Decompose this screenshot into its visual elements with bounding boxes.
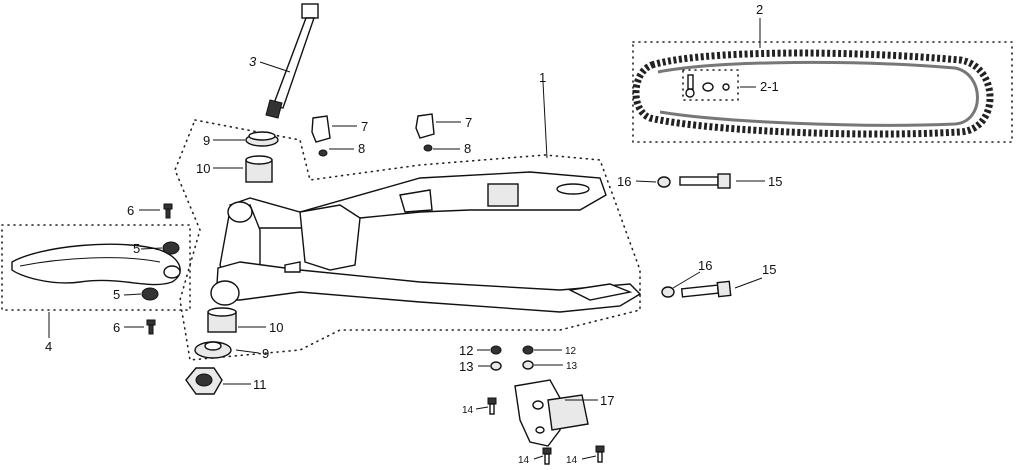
- dust-cap-bottom: [194, 341, 232, 359]
- callout-guide-bolt-lower-right: 14: [566, 455, 578, 466]
- dust-cap-top: [245, 131, 279, 147]
- adjuster-bolt-bottom: [680, 280, 732, 298]
- callout-pivot-bolt: 3: [249, 54, 257, 69]
- callout-chain-slider: 4: [45, 339, 52, 354]
- callout-slider-screw-top: 6: [127, 203, 134, 218]
- callout-dust-cap-top: 9: [203, 133, 210, 148]
- callout-pivot-nut: 11: [253, 377, 267, 392]
- drive-chain: [632, 49, 994, 138]
- callout-guide-bolt-upper: 14: [462, 405, 474, 416]
- guide-nut-right: [522, 345, 534, 355]
- slider-screw-bottom: [146, 319, 156, 335]
- callout-swingarm: 1: [539, 70, 546, 85]
- callout-adjuster-bolt-top: 15: [768, 174, 782, 189]
- guide-washer-right: [522, 360, 534, 370]
- callout-slider-washer-bottom: 5: [113, 287, 120, 302]
- clip-left: [311, 115, 331, 143]
- master-link-outline: [682, 69, 739, 101]
- callout-guide-washer-right: 13: [566, 361, 578, 372]
- callout-bushing-top: 10: [196, 161, 210, 176]
- callout-chain: 2: [756, 2, 763, 17]
- guide-bolt-upper: [487, 397, 497, 415]
- callout-guide-bolt-lower-left: 14: [518, 455, 530, 466]
- pivot-nut: [185, 367, 223, 395]
- callout-master-link: 2-1: [760, 79, 779, 94]
- adjuster-nut-top: [657, 176, 671, 188]
- callout-clip-left: 7: [361, 119, 368, 134]
- chain-slider-outline: [1, 224, 191, 311]
- slider-washer-bottom: [141, 287, 159, 301]
- callout-slider-screw-bottom: 6: [113, 320, 120, 335]
- callout-chain-guide: 17: [600, 393, 614, 408]
- clip-screw-right: [423, 144, 433, 152]
- adjuster-nut-bottom: [661, 286, 675, 298]
- callout-guide-nut-right: 12: [565, 346, 577, 357]
- callout-guide-washer-left: 13: [459, 359, 473, 374]
- swingarm: [210, 171, 642, 313]
- master-link: [685, 74, 730, 98]
- chain-guide: [514, 379, 589, 447]
- callout-clip-screw-left: 8: [358, 141, 365, 156]
- callout-adjuster-bolt-bottom: 15: [762, 262, 776, 277]
- callout-clip-screw-right: 8: [464, 141, 471, 156]
- callout-adjuster-nut-top: 16: [617, 174, 631, 189]
- slider-screw-top: [163, 203, 173, 219]
- leader-lines: [48, 18, 765, 460]
- callout-dust-cap-bottom: 9: [262, 346, 269, 361]
- guide-bolt-lower-left: [542, 447, 552, 465]
- bushing-bottom: [207, 307, 237, 333]
- guide-bolt-lower-right: [595, 445, 605, 463]
- pivot-bolt: [265, 3, 319, 119]
- adjuster-bolt-top: [679, 173, 731, 189]
- chain-group-outline: [632, 41, 1013, 143]
- callout-guide-nut-left: 12: [459, 343, 473, 358]
- slider-washer-top: [162, 241, 180, 255]
- chain-slider: [11, 243, 181, 286]
- guide-washer-left: [490, 361, 502, 371]
- callout-clip-right: 7: [465, 115, 472, 130]
- clip-screw-left: [318, 149, 328, 157]
- callout-slider-washer-top: 5: [133, 241, 140, 256]
- callout-bushing-bottom: 10: [269, 320, 283, 335]
- bushing-top: [245, 155, 273, 183]
- callout-adjuster-nut-bottom: 16: [698, 258, 712, 273]
- swingarm-group-outline: [174, 119, 641, 361]
- guide-nut-left: [490, 345, 502, 355]
- clip-right: [415, 113, 435, 139]
